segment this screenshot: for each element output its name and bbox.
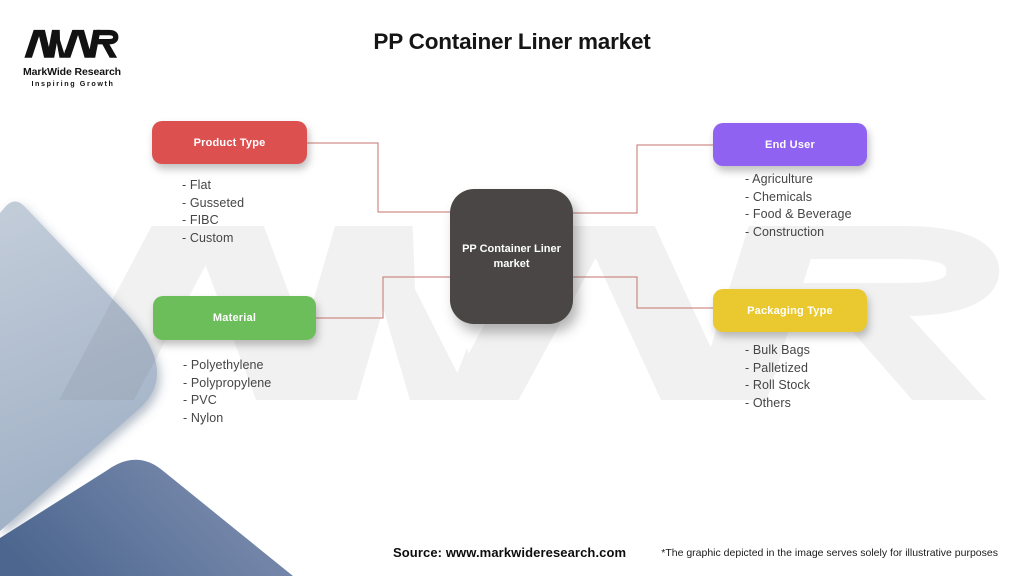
disclaimer-text: *The graphic depicted in the image serve… — [661, 547, 998, 559]
segment-list-item: - Food & Beverage — [745, 207, 852, 221]
segment-list-item: - PVC — [183, 393, 217, 407]
connector-end-user — [573, 144, 713, 214]
segment-list-item: - Gusseted — [182, 195, 245, 210]
center-node: PP Container Liner market — [450, 189, 573, 324]
segment-box-label: Material — [212, 312, 257, 324]
segment-box-label: Product Type — [193, 136, 266, 149]
segment-box-label: End User — [765, 138, 815, 151]
segment-box-material: Material — [153, 296, 316, 340]
connector-material — [316, 276, 450, 319]
segment-list-item: - Polyethylene — [183, 358, 264, 372]
segment-list-item: - Construction — [745, 224, 825, 239]
segment-list-packaging-type: - Bulk Bags - Palletized - Roll Stock - Oth… — [745, 342, 810, 412]
segment-box-packaging-type: Packaging Type — [713, 289, 867, 332]
segment-box-product-type: Product Type — [152, 121, 307, 164]
decorative-diamond-upper — [0, 201, 157, 531]
segment-list-end-user: - Agriculture - Chemicals - Food & Beverag… — [745, 171, 852, 241]
logo-brand-text: MarkWide Research — [23, 65, 121, 78]
markwide-logo-glyph-icon — [24, 29, 119, 58]
segment-list-item: - Agriculture — [745, 172, 813, 186]
logo-tagline-text: Inspiring Growth — [31, 78, 115, 88]
center-node-label: PP Container Liner market — [462, 242, 561, 270]
segment-box-end-user: End User — [713, 123, 867, 166]
segment-list-item: - Bulk Bags — [745, 343, 811, 357]
segment-list-item: - FIBC — [182, 213, 219, 227]
connector-packaging-type — [573, 276, 713, 309]
segment-list-item: - Nylon — [183, 410, 224, 425]
segment-list-item: - Roll Stock — [745, 378, 811, 392]
source-text: Source: www.markwideresearch.com — [393, 545, 627, 560]
segment-list-material: - Polyethylene - Polypropylene - PVC - Nylo… — [183, 357, 271, 427]
segment-list-item: - Palletized — [745, 360, 809, 375]
page-title: PP Container Liner market — [373, 29, 651, 54]
segment-box-label: Packaging Type — [747, 304, 833, 317]
segment-list-item: - Others — [745, 395, 791, 410]
segment-list-item: - Chemicals — [745, 189, 813, 204]
segment-list-item: - Custom — [182, 230, 234, 245]
segment-list-item: - Flat — [182, 178, 212, 192]
decorative-diamond-lower — [0, 459, 293, 576]
segment-list-product-type: - Flat - Gusseted - FIBC - Custom — [182, 177, 244, 247]
connector-product-type — [307, 142, 450, 213]
markwide-logo: MarkWide Research Inspiring Growth — [22, 28, 122, 88]
segment-list-item: - Polypropylene — [183, 375, 272, 390]
connector-paths — [307, 142, 713, 319]
